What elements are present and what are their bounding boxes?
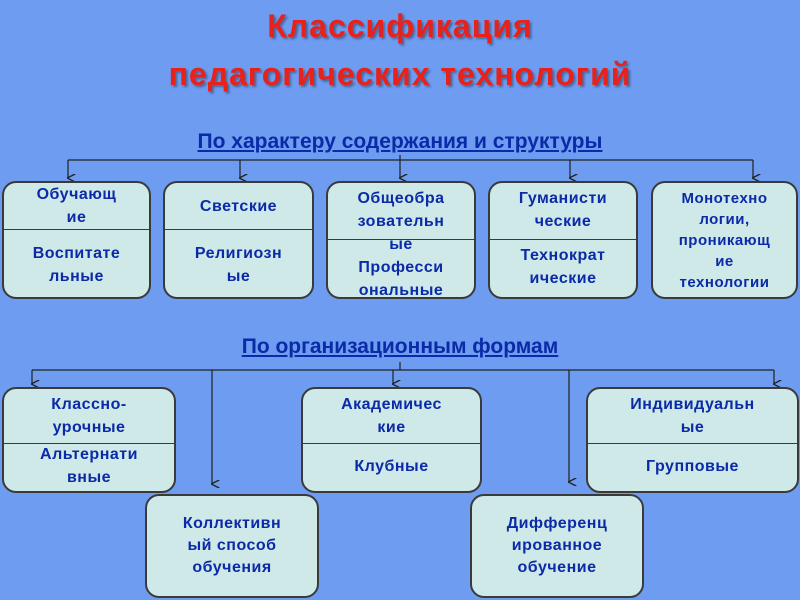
box-label-top: Классно-урочные: [51, 396, 127, 436]
box-label-bottom: Групповые: [646, 457, 739, 475]
section-heading-content: По характеру содержания и структуры: [197, 130, 603, 153]
box-label-top: Светские: [199, 197, 278, 215]
box-label-bottom: Клубные: [354, 457, 429, 475]
box-divider: [4, 443, 174, 444]
box-divider: [588, 443, 797, 444]
section-heading-forms: По организационным формам: [241, 335, 559, 358]
box-divider: [303, 443, 480, 444]
title-line-2: педагогических технологий: [168, 56, 632, 92]
title-line-1: Классификация: [267, 8, 533, 44]
box-divider: [4, 229, 149, 230]
box-divider: [165, 229, 312, 230]
box-divider: [490, 239, 636, 240]
box-divider: [328, 239, 474, 240]
